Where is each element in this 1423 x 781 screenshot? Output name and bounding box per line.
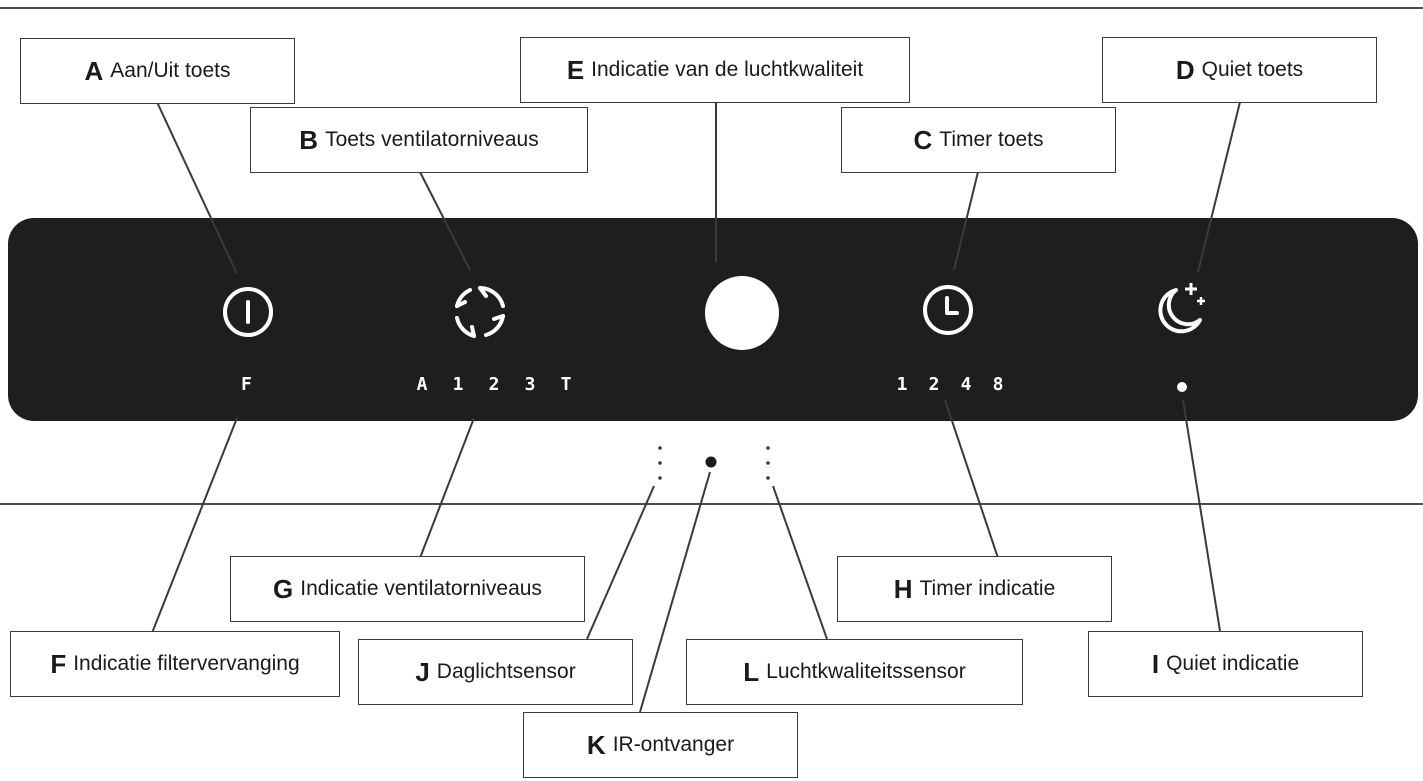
callout-text: Timer indicatie [919, 577, 1056, 600]
callout-text: Quiet indicatie [1166, 652, 1300, 675]
fan-level-3: 3 [524, 374, 536, 395]
callout-letter: D [1175, 54, 1195, 85]
callout-g-fan-level-indication: G Indicatie ventilatorniveaus [230, 556, 585, 622]
fan-level-indicators: A 1 2 3 T [410, 374, 578, 395]
moon-stars-icon[interactable] [1150, 280, 1212, 338]
top-divider-line [0, 7, 1423, 9]
callout-letter: H [893, 573, 913, 604]
callout-letter: B [299, 124, 319, 155]
air-quality-sensor [766, 446, 770, 480]
daylight-sensor [658, 446, 662, 480]
air-quality-indicator-light [704, 275, 780, 351]
callout-d-quiet-button: D Quiet toets [1102, 37, 1377, 103]
callout-letter: I [1151, 648, 1160, 679]
clock-icon[interactable] [920, 282, 976, 338]
callout-b-fan-level-button: B Toets ventilatorniveaus [250, 107, 588, 173]
callout-i-quiet-indication: I Quiet indicatie [1088, 631, 1363, 697]
callout-text: IR-ontvanger [612, 733, 735, 756]
callout-f-filter-replacement-indication: F Indicatie filtervervanging [10, 631, 340, 697]
timer-level-8: 8 [992, 374, 1004, 395]
callout-letter: F [50, 648, 67, 679]
callout-c-timer-button: C Timer toets [841, 107, 1116, 173]
callout-text: Indicatie ventilatorniveaus [300, 577, 542, 600]
callout-text: Quiet toets [1201, 58, 1304, 81]
callout-letter: L [743, 656, 760, 687]
callout-text: Toets ventilatorniveaus [325, 128, 539, 151]
middle-divider-line [0, 503, 1423, 505]
callout-text: Indicatie filtervervanging [73, 652, 300, 675]
callout-letter: G [273, 573, 294, 604]
timer-level-4: 4 [960, 374, 972, 395]
quiet-indicator-dot [1176, 380, 1188, 392]
callout-k-ir-receiver: K IR-ontvanger [523, 712, 798, 778]
filter-indicator: F [241, 374, 252, 395]
callout-text: Luchtkwaliteitssensor [766, 660, 966, 683]
fan-level-a: A [416, 374, 428, 395]
callout-letter: E [566, 54, 585, 85]
callout-letter: J [415, 656, 430, 687]
callout-j-daylight-sensor: J Daglichtsensor [358, 639, 633, 705]
callout-l-air-quality-sensor: L Luchtkwaliteitssensor [686, 639, 1023, 705]
fan-level-t: T [560, 374, 572, 395]
fan-level-1: 1 [452, 374, 464, 395]
callout-text: Indicatie van de luchtkwaliteit [591, 58, 864, 81]
callout-h-timer-indication: H Timer indicatie [837, 556, 1112, 622]
timer-level-1: 1 [896, 374, 908, 395]
ir-receiver [705, 456, 717, 468]
callout-text: Timer toets [939, 128, 1044, 151]
callout-text: Aan/Uit toets [110, 59, 231, 82]
fan-icon[interactable] [450, 282, 510, 342]
callout-letter: A [84, 55, 104, 86]
callout-letter: C [913, 124, 933, 155]
fan-level-2: 2 [488, 374, 500, 395]
power-icon[interactable] [220, 284, 276, 340]
callout-a-power-button: A Aan/Uit toets [20, 38, 295, 104]
timer-level-2: 2 [928, 374, 940, 395]
callout-text: Daglichtsensor [436, 660, 576, 683]
callout-e-air-quality-indication: E Indicatie van de luchtkwaliteit [520, 37, 910, 103]
callout-letter: K [586, 729, 606, 760]
